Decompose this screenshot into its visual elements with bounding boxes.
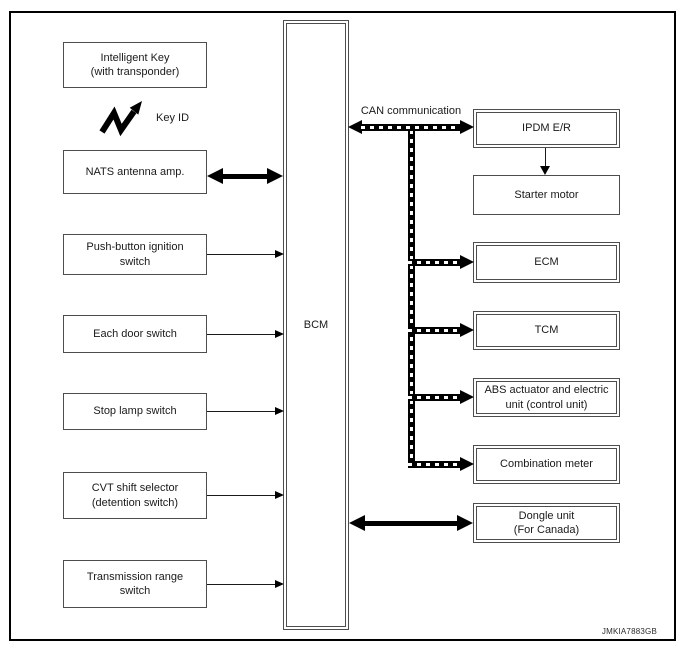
arrow-cvt-selector-to-bcm-line [207, 495, 276, 496]
can-bus-vertical-trunk [408, 126, 415, 467]
arrow-nats-bcm-shaft [221, 174, 269, 179]
can-branch-abs-line [408, 394, 461, 401]
node-transmission-range-switch: Transmission range switch [63, 560, 207, 608]
node-bcm-label: BCM [286, 23, 346, 627]
arrow-ipdm-to-starter-line [545, 148, 546, 168]
node-dongle-unit: Dongle unit (For Canada) [473, 503, 620, 543]
can-branch-ecm-line [408, 259, 461, 266]
node-abs-actuator-label: ABS actuator and electric unit (control … [476, 381, 617, 414]
arrow-bcm-dongle-right-head [457, 515, 473, 531]
node-ecm: ECM [473, 242, 620, 283]
arrow-bcm-dongle-shaft [363, 521, 459, 526]
figure-code-watermark: JMKIA7883GB [601, 627, 657, 636]
arrow-push-button-to-bcm-line [207, 254, 276, 255]
can-bcm-ipdm-left-head [348, 120, 362, 134]
node-ipdm-er: IPDM E/R [473, 109, 620, 148]
node-combination-meter-label: Combination meter [476, 448, 617, 481]
arrow-bcm-dongle-left-head [349, 515, 365, 531]
node-ecm-label: ECM [476, 245, 617, 280]
can-branch-tcm-line [408, 327, 461, 334]
arrow-door-switch-to-bcm-line [207, 334, 276, 335]
can-branch-combination-meter-line [408, 461, 461, 468]
node-cvt-shift-selector: CVT shift selector (detention switch) [63, 472, 207, 519]
can-branch-tcm-head [460, 323, 474, 337]
key-id-label: Key ID [156, 112, 190, 124]
node-starter-motor: Starter motor [473, 175, 620, 215]
arrow-nats-bcm-right-head [267, 168, 283, 184]
can-bcm-ipdm-right-head [460, 120, 474, 134]
arrow-ipdm-to-starter-head [540, 166, 550, 175]
can-communication-label: CAN communication [360, 105, 462, 117]
node-intelligent-key: Intelligent Key (with transponder) [63, 42, 207, 88]
arrow-stop-lamp-to-bcm-head [275, 407, 284, 415]
node-tcm-label: TCM [476, 314, 617, 347]
node-ipdm-er-label: IPDM E/R [476, 112, 617, 145]
node-each-door-switch: Each door switch [63, 315, 207, 353]
can-branch-combination-meter-head [460, 457, 474, 471]
arrow-stop-lamp-to-bcm-line [207, 411, 276, 412]
node-push-button-ignition-switch: Push-button ignition switch [63, 234, 207, 275]
arrow-push-button-to-bcm-head [275, 250, 284, 258]
node-dongle-unit-label: Dongle unit (For Canada) [476, 506, 617, 540]
node-combination-meter: Combination meter [473, 445, 620, 484]
node-bcm: BCM [283, 20, 349, 630]
node-nats-antenna-amp: NATS antenna amp. [63, 150, 207, 194]
node-abs-actuator: ABS actuator and electric unit (control … [473, 378, 620, 417]
node-tcm: TCM [473, 311, 620, 350]
node-stop-lamp-switch: Stop lamp switch [63, 393, 207, 430]
can-bcm-ipdm-line [361, 124, 461, 131]
can-branch-abs-head [460, 390, 474, 404]
arrow-trans-range-to-bcm-line [207, 584, 276, 585]
arrow-trans-range-to-bcm-head [275, 580, 284, 588]
key-id-signal-icon [99, 101, 142, 137]
arrow-cvt-selector-to-bcm-head [275, 491, 284, 499]
arrow-nats-bcm-left-head [207, 168, 223, 184]
arrow-door-switch-to-bcm-head [275, 330, 284, 338]
can-branch-ecm-head [460, 255, 474, 269]
